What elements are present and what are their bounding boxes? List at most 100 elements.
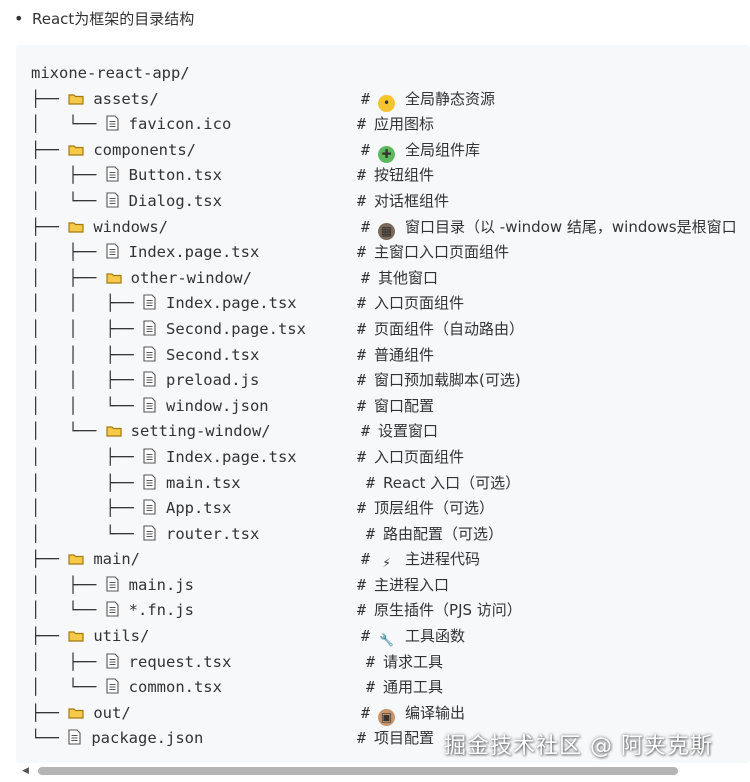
horizontal-scrollbar[interactable]: ◀ xyxy=(16,763,750,777)
tree-branch-prefix: ├── xyxy=(31,550,69,569)
tree-branch-prefix: │ └── xyxy=(31,191,106,210)
tree-row: │ ├── Button.tsx#按钮组件 xyxy=(31,163,434,189)
tree-row: │ └── Dialog.tsx#对话框组件 xyxy=(31,189,449,215)
tree-comment: #应用图标 xyxy=(357,112,434,138)
tree-row: ├── main/#⚡主进程代码 xyxy=(31,547,480,573)
tree-row: ├── out/#▣编译输出 xyxy=(31,701,465,727)
tree-branch-prefix: │ ├── xyxy=(31,499,143,518)
file-icon xyxy=(143,396,156,413)
folder-icon xyxy=(68,88,84,105)
file-name: common.tsx xyxy=(128,678,222,697)
tree-comment: #路由配置（可选） xyxy=(366,522,503,548)
tree-row: │ ├── request.tsx #请求工具 xyxy=(31,650,443,676)
file-icon xyxy=(106,165,119,182)
tree-branch-prefix: │ ├── xyxy=(31,447,143,466)
tree-row: │ ├── Index.page.tsx#主窗口入口页面组件 xyxy=(31,240,509,266)
folder-name: assets/ xyxy=(93,89,159,108)
tree-comment: #主窗口入口页面组件 xyxy=(357,240,509,266)
tree-comment: #其他窗口 xyxy=(361,266,438,292)
comment-hash: # xyxy=(357,729,367,748)
comment-hash: # xyxy=(366,524,376,543)
folder-name: components/ xyxy=(93,140,196,159)
tree-comment: #入口页面组件 xyxy=(357,445,464,471)
tree-branch-prefix: │ ├── xyxy=(31,652,106,671)
tree-row: │ ├── other-window/#其他窗口 xyxy=(31,266,438,292)
folder-icon xyxy=(68,216,84,233)
comment-hash: # xyxy=(366,678,376,697)
tree-branch-prefix: │ └── xyxy=(31,524,143,543)
comment-hash: # xyxy=(357,191,367,210)
palette-icon: • xyxy=(378,94,396,112)
tree-row: └── package.json#项目配置 xyxy=(31,726,434,752)
tree-comment: #请求工具 xyxy=(366,650,443,676)
file-name: Button.tsx xyxy=(128,166,222,185)
tree-branch-prefix: ├── xyxy=(31,140,69,159)
comment-text: 设置窗口 xyxy=(378,422,439,441)
folder-icon xyxy=(68,702,84,719)
file-name: Second.tsx xyxy=(165,345,260,364)
comment-text: 窗口配置 xyxy=(374,396,435,415)
file-icon xyxy=(106,191,119,208)
folder-icon xyxy=(68,625,84,642)
file-name: main.js xyxy=(128,575,194,594)
tree-row: │ └── setting-window/ # 设置窗口 xyxy=(31,419,438,445)
comment-hash: # xyxy=(357,499,367,518)
tree-branch-prefix: │ │ └── xyxy=(31,396,143,415)
tree-comment: #•全局静态资源 xyxy=(361,87,495,113)
folder-icon xyxy=(106,267,122,284)
wrench-icon: 🔧 xyxy=(379,633,394,648)
tree-branch-prefix: │ ├── xyxy=(31,575,106,594)
comment-hash: # xyxy=(366,652,376,671)
tree-comment: #页面组件（自动路由） xyxy=(357,317,524,343)
code-block[interactable]: mixone-react-app/ ├── assets/ # • 全局静态资源 │ └─… xyxy=(16,45,750,763)
tree-comment: #原生插件（PJS 访问） xyxy=(357,598,522,624)
tree-branch-prefix: │ │ ├── xyxy=(31,294,143,313)
tree-branch-prefix: ├── xyxy=(31,703,69,722)
tree-comment: #主进程入口 xyxy=(357,573,449,599)
comment-text: 全局静态资源 xyxy=(405,89,496,108)
tree-branch-prefix: │ │ ├── xyxy=(31,345,143,364)
folder-name: utils/ xyxy=(93,627,150,646)
comment-hash: # xyxy=(357,447,367,466)
tree-row: │ │ ├── Second.tsx #普通组件 xyxy=(31,343,434,369)
scroll-thumb[interactable] xyxy=(38,767,678,775)
tree-row: │ └── router.tsx#路由配置（可选） xyxy=(31,522,503,548)
frame-icon: ▦ xyxy=(378,222,396,240)
tree-branch-prefix: │ │ ├── xyxy=(31,371,143,390)
tree-row: │ ├── App.tsx#顶层组件（可选） xyxy=(31,496,494,522)
folder-icon xyxy=(106,420,122,437)
tree-branch-prefix: └── xyxy=(31,729,69,748)
file-name: *.fn.js xyxy=(128,601,194,620)
folder-name: setting-window/ xyxy=(130,422,271,441)
file-name: window.json xyxy=(165,396,269,415)
tree-row: │ │ ├── Index.page.tsx#入口页面组件 xyxy=(31,291,464,317)
heading-bullet-item: •React为框架的目录结构 xyxy=(14,8,194,30)
tree-comment: #React 入口（可选） xyxy=(366,471,520,497)
tree-row: │ ├── main.js #主进程入口 xyxy=(31,573,449,599)
file-name: package.json xyxy=(91,729,204,748)
tree-branch-prefix: ├── xyxy=(31,89,69,108)
tree-branch-prefix: │ └── xyxy=(31,422,106,441)
tree-comment: #普通组件 xyxy=(357,343,434,369)
tree-branch-prefix: │ └── xyxy=(31,678,106,697)
zap-icon: ⚡ xyxy=(382,556,391,571)
file-icon xyxy=(106,114,119,131)
file-icon xyxy=(143,293,156,310)
tree-row: mixone-react-app/ xyxy=(31,61,306,87)
comment-hash: # xyxy=(357,396,367,415)
tree-branch-prefix: │ ├── xyxy=(31,243,106,262)
file-name: request.tsx xyxy=(128,652,232,671)
comment-text: 按钮组件 xyxy=(374,166,435,185)
folder-icon xyxy=(68,139,84,156)
comment-text: 编译输出 xyxy=(405,703,466,722)
scroll-left-arrow-icon[interactable]: ◀ xyxy=(22,766,29,776)
puzzle-icon: ✚ xyxy=(378,145,396,163)
directory-tree: mixone-react-app/ ├── assets/ # • 全局静态资源 │ └─… xyxy=(31,61,737,752)
tree-comment: #按钮组件 xyxy=(357,163,434,189)
tree-branch-prefix: │ ├── xyxy=(31,473,143,492)
comment-hash: # xyxy=(361,217,371,236)
comment-text: 通用工具 xyxy=(383,678,444,697)
file-name: mixone-react-app/ xyxy=(31,64,190,82)
tree-branch-prefix: ├── xyxy=(31,627,69,646)
comment-hash: # xyxy=(361,422,371,441)
